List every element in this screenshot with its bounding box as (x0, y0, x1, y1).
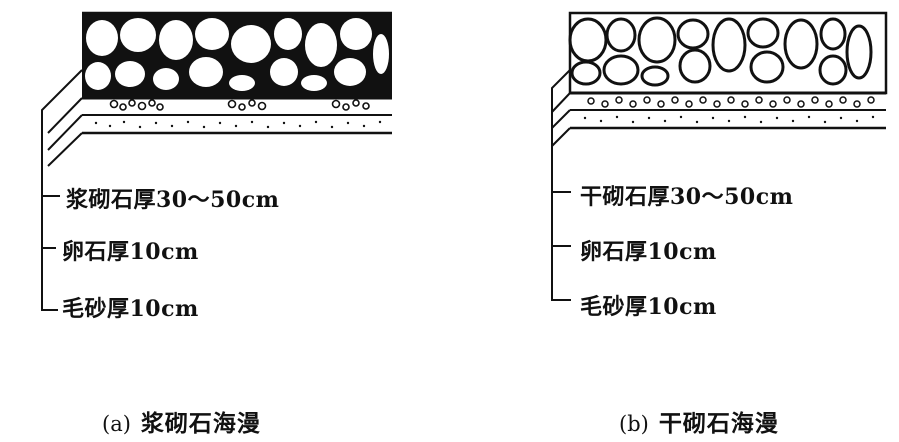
caption-b: (b) 干砌石海漫 (619, 404, 779, 438)
stones-b (568, 16, 873, 87)
figure-a: 浆砌石厚30～50cm 卵石厚10cm 毛砂厚10cm (a) 浆砌石海漫 (0, 0, 449, 442)
caption-tag: (b) (619, 412, 649, 436)
figure-b: 干砌石厚30～50cm 卵石厚10cm 毛砂厚10cm (b) 干砌石海漫 (449, 0, 898, 442)
label-pebble-layer: 卵石厚10cm (580, 239, 717, 265)
pebbles-b (587, 96, 875, 108)
caption-name: 干砌石海漫 (658, 410, 779, 437)
label-stone-layer: 干砌石厚30～50cm (580, 184, 794, 210)
label-sand-layer: 毛砂厚10cm (580, 294, 717, 320)
caption-name: 浆砌石海漫 (140, 410, 261, 437)
caption-a: (a) 浆砌石海漫 (102, 404, 261, 438)
stones-a (85, 18, 389, 91)
leader-lines-a (41, 69, 83, 311)
pebbles-a (109, 99, 370, 111)
sand-a (94, 120, 382, 129)
label-sand-layer: 毛砂厚10cm (62, 296, 199, 322)
section-drawing-a (41, 11, 392, 311)
label-pebble-layer: 卵石厚10cm (62, 239, 199, 265)
caption-tag: (a) (102, 412, 131, 436)
section-drawing-b (551, 11, 888, 301)
sand-b (583, 115, 875, 124)
leader-lines-b (551, 69, 571, 301)
label-stone-layer: 浆砌石厚30～50cm (66, 187, 280, 213)
